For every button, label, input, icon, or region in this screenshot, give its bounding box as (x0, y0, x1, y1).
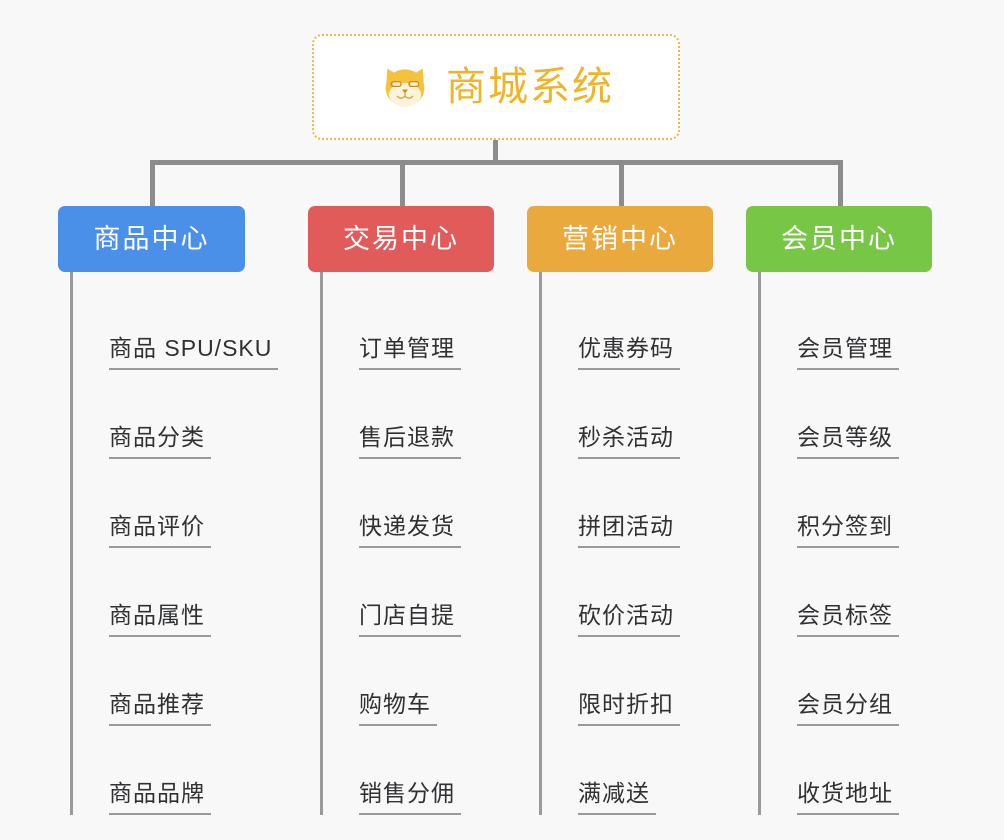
leaf-label: 会员管理 (797, 335, 899, 370)
leaf-label: 优惠券码 (578, 335, 680, 370)
leaf-label: 商品评价 (109, 513, 211, 548)
leaf-label: 满减送 (578, 780, 656, 815)
list-item[interactable]: 门店自提 (323, 548, 494, 637)
connector-root-stem (493, 140, 498, 163)
list-item[interactable]: 会员分组 (761, 637, 932, 726)
list-item[interactable]: 商品品牌 (73, 726, 245, 815)
connector-horizontal-bus (150, 160, 843, 165)
category-header-member[interactable]: 会员中心 (746, 206, 932, 272)
list-item[interactable]: 会员标签 (761, 548, 932, 637)
leaf-label: 收货地址 (797, 780, 899, 815)
list-item[interactable]: 商品分类 (73, 370, 245, 459)
list-item[interactable]: 商品属性 (73, 548, 245, 637)
category-column-trade: 交易中心 订单管理 售后退款 快递发货 门店自提 购物车 销售分佣 (308, 206, 494, 815)
list-item[interactable]: 订单管理 (323, 281, 494, 370)
leaf-label: 砍价活动 (578, 602, 680, 637)
leaf-label: 商品 SPU/SKU (109, 335, 279, 370)
leaf-label: 订单管理 (359, 335, 461, 370)
list-item[interactable]: 销售分佣 (323, 726, 494, 815)
leaf-label: 会员标签 (797, 602, 899, 637)
root-node-title: 商城系统 (446, 65, 614, 109)
leaf-list-member: 会员管理 会员等级 积分签到 会员标签 会员分组 收货地址 (758, 272, 932, 815)
leaf-label: 限时折扣 (578, 691, 680, 726)
leaf-label: 商品推荐 (109, 691, 211, 726)
list-item[interactable]: 售后退款 (323, 370, 494, 459)
shiba-dog-icon (385, 68, 425, 108)
list-item[interactable]: 砍价活动 (542, 548, 713, 637)
category-column-product: 商品中心 商品 SPU/SKU 商品分类 商品评价 商品属性 商品推荐 商品品牌 (58, 206, 279, 815)
connector-drop-3 (619, 160, 624, 206)
leaf-label: 会员分组 (797, 691, 899, 726)
list-item[interactable]: 积分签到 (761, 459, 932, 548)
connector-drop-4 (838, 160, 843, 206)
category-column-marketing: 营销中心 优惠券码 秒杀活动 拼团活动 砍价活动 限时折扣 满减送 (527, 206, 713, 815)
category-header-trade[interactable]: 交易中心 (308, 206, 494, 272)
leaf-label: 拼团活动 (578, 513, 680, 548)
list-item[interactable]: 会员管理 (761, 281, 932, 370)
leaf-label: 门店自提 (359, 602, 461, 637)
leaf-list-trade: 订单管理 售后退款 快递发货 门店自提 购物车 销售分佣 (320, 272, 494, 815)
leaf-label: 秒杀活动 (578, 424, 680, 459)
category-header-product[interactable]: 商品中心 (58, 206, 245, 272)
list-item[interactable]: 快递发货 (323, 459, 494, 548)
leaf-list-marketing: 优惠券码 秒杀活动 拼团活动 砍价活动 限时折扣 满减送 (539, 272, 713, 815)
leaf-label: 商品品牌 (109, 780, 211, 815)
list-item[interactable]: 秒杀活动 (542, 370, 713, 459)
leaf-label: 快递发货 (359, 513, 461, 548)
list-item[interactable]: 拼团活动 (542, 459, 713, 548)
leaf-label: 商品属性 (109, 602, 211, 637)
list-item[interactable]: 商品 SPU/SKU (73, 281, 279, 370)
connector-drop-2 (400, 160, 405, 206)
category-column-member: 会员中心 会员管理 会员等级 积分签到 会员标签 会员分组 收货地址 (746, 206, 932, 815)
list-item[interactable]: 限时折扣 (542, 637, 713, 726)
connector-drop-1 (150, 160, 155, 206)
root-node-card[interactable]: 商城系统 (312, 34, 680, 140)
leaf-label: 购物车 (359, 691, 437, 726)
list-item[interactable]: 购物车 (323, 637, 494, 726)
category-header-marketing[interactable]: 营销中心 (527, 206, 713, 272)
list-item[interactable]: 商品推荐 (73, 637, 245, 726)
list-item[interactable]: 收货地址 (761, 726, 932, 815)
leaf-label: 积分签到 (797, 513, 899, 548)
list-item[interactable]: 满减送 (542, 726, 713, 815)
list-item[interactable]: 商品评价 (73, 459, 245, 548)
leaf-label: 售后退款 (359, 424, 461, 459)
leaf-label: 商品分类 (109, 424, 211, 459)
list-item[interactable]: 优惠券码 (542, 281, 713, 370)
list-item[interactable]: 会员等级 (761, 370, 932, 459)
leaf-label: 会员等级 (797, 424, 899, 459)
leaf-list-product: 商品 SPU/SKU 商品分类 商品评价 商品属性 商品推荐 商品品牌 (70, 272, 279, 815)
leaf-label: 销售分佣 (359, 780, 461, 815)
